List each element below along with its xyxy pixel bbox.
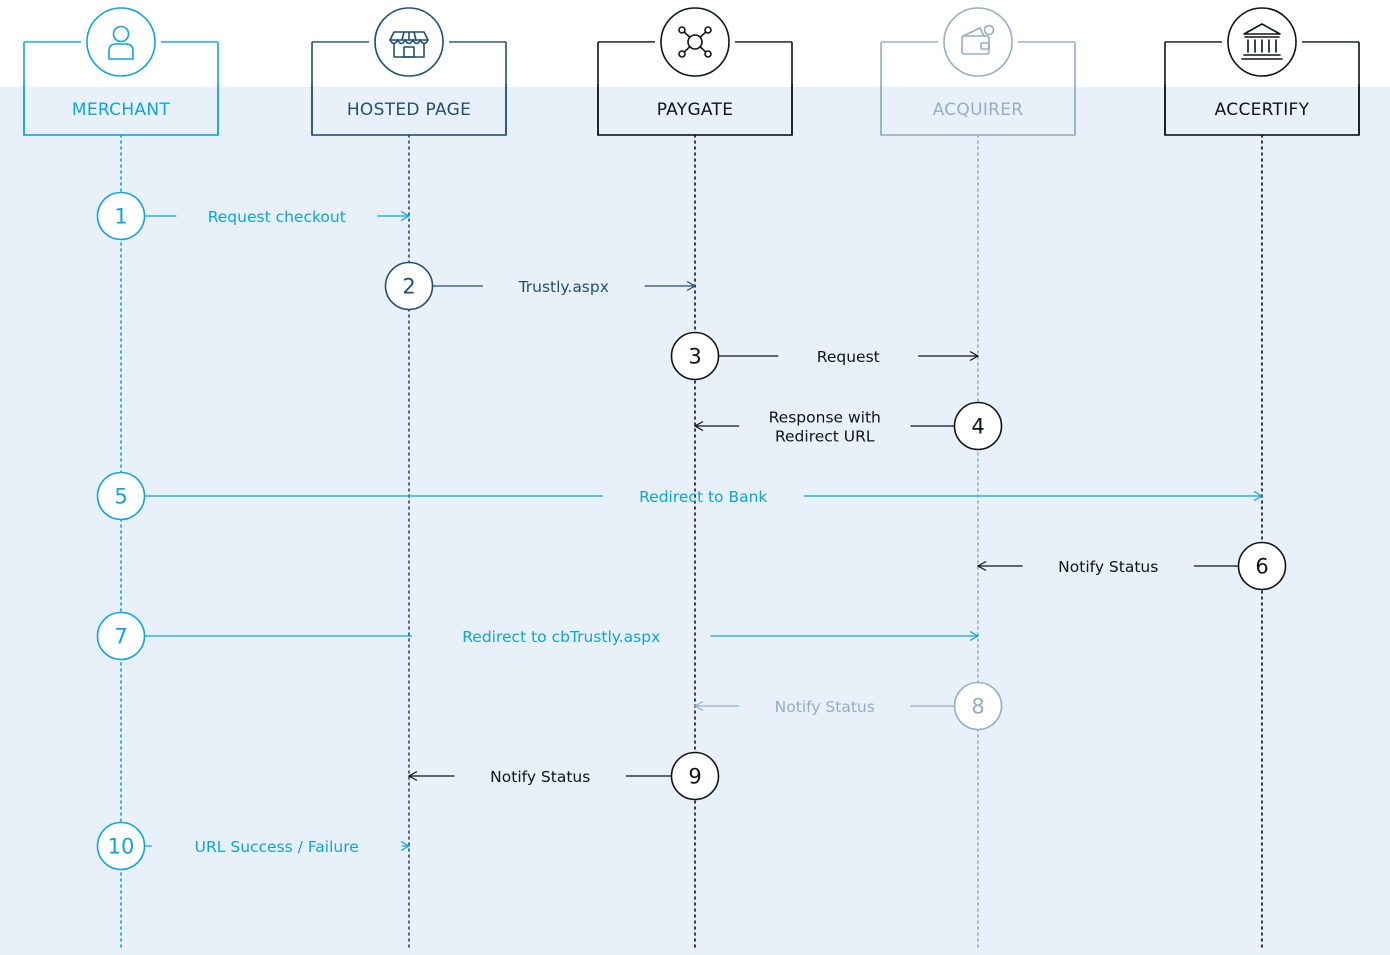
lane-label: ACCERTIFY [1215,100,1310,120]
step-7: Redirect to cbTrustly.aspx 7 [96,611,980,661]
step-circle [670,751,720,801]
step-number: 5 [114,485,127,509]
step-circle [96,821,146,871]
message-label: Request [817,348,880,366]
lane-acquirer: ACQUIRER [879,7,1077,136]
step-circle [96,611,146,661]
arrowhead [969,350,980,362]
step-number: 2 [402,275,415,299]
lane-hosted: HOSTED PAGE [310,7,508,136]
network-hub-icon [678,26,712,58]
step-3: Request 3 [670,331,980,381]
arrowhead [693,700,704,712]
lane-label: MERCHANT [72,100,170,120]
person-icon [108,25,134,60]
step-circle [670,331,720,381]
arrowhead [976,560,987,572]
wallet-icon [961,24,995,55]
step-8: Notify Status 8 [693,681,1003,731]
message-label: Notify Status [1058,558,1158,576]
message-label: Request checkout [208,208,346,226]
step-circle [953,681,1003,731]
storefront-icon [389,31,429,58]
lane-accertify: ACCERTIFY [1163,7,1361,136]
message-label: Notify Status [775,698,875,716]
step-circle [953,401,1003,451]
step-number: 6 [1255,555,1268,579]
step-number: 4 [971,415,984,439]
message-label: Trustly.aspx [518,278,609,296]
message-label: Response with [769,409,881,427]
lane-icon-circle [943,7,1013,77]
step-number: 9 [688,765,701,789]
arrowhead [407,770,418,782]
step-5: Redirect to Bank 5 [96,471,1264,521]
arrowhead [400,210,411,222]
lane-merchant: MERCHANT [22,7,220,136]
step-10: URL Success / Failure 10 [96,821,411,871]
step-number: 10 [108,835,135,859]
lane-paygate: PAYGATE [596,7,794,136]
message-label: Redirect URL [775,428,875,446]
message-label: Redirect to cbTrustly.aspx [462,628,660,646]
arrowhead [686,280,697,292]
step-1: Request checkout 1 [96,191,411,241]
step-9: Notify Status 9 [407,751,720,801]
step-number: 7 [114,625,127,649]
step-circle [96,471,146,521]
message-label: Redirect to Bank [639,488,767,506]
arrowhead [969,630,980,642]
step-circle [384,261,434,311]
lane-label: PAYGATE [657,100,734,120]
lane-label: ACQUIRER [933,100,1024,120]
step-number: 8 [971,695,984,719]
lane-label: HOSTED PAGE [347,100,471,120]
arrowhead [693,420,704,432]
step-circle [96,191,146,241]
step-number: 3 [688,345,701,369]
message-label: Notify Status [490,768,590,786]
message-label: URL Success / Failure [195,838,359,856]
step-number: 1 [114,205,127,229]
arrowhead [1253,490,1264,502]
step-6: Notify Status 6 [976,541,1287,591]
lane-icon-circle [374,7,444,77]
step-circle [1237,541,1287,591]
bank-icon [1241,23,1283,60]
lane-icon-circle [660,7,730,77]
step-2: Trustly.aspx 2 [384,261,697,311]
arrowhead [400,840,411,852]
